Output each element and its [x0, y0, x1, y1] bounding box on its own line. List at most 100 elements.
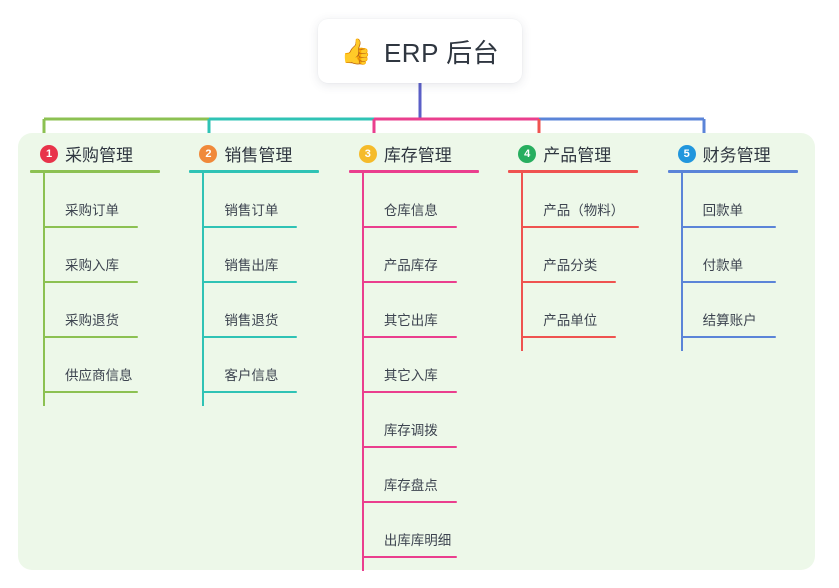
leaf-item[interactable]: 采购订单: [43, 173, 177, 228]
leaf-item[interactable]: 其它出库: [361, 283, 496, 338]
leaf-label: 供应商信息: [65, 368, 133, 383]
leaf-label: 产品（物料）: [543, 203, 625, 218]
leaf-item[interactable]: 客户信息: [202, 338, 336, 393]
leaf-label: 采购退货: [65, 313, 119, 328]
branch-header-underline: [30, 170, 160, 173]
leaf-underline: [202, 226, 298, 228]
leaf-underline: [43, 391, 138, 393]
leaf-underline: [521, 281, 617, 283]
branch-header-5[interactable]: 5 财务管理: [677, 141, 771, 166]
leaf-underline: [202, 391, 298, 393]
leaf-item[interactable]: 销售退货: [202, 283, 336, 338]
leaf-label: 出库库明细: [383, 533, 452, 548]
leaf-label: 产品库存: [383, 258, 438, 273]
branch-spine: [521, 171, 524, 351]
branch-column-4: 4 产品管理产品（物料） 产品分类产品单位: [496, 133, 655, 570]
leaf-item[interactable]: 付款单: [680, 228, 815, 283]
leaf-item[interactable]: 采购退货: [43, 283, 177, 338]
branch-spine: [202, 171, 205, 406]
leaf-label: 产品分类: [543, 258, 598, 273]
leaf-label: 库存盘点: [383, 478, 438, 493]
branch-header-3[interactable]: 3 库存管理: [358, 141, 452, 166]
branch-title: 库存管理: [383, 146, 452, 165]
leaf-label: 回款单: [702, 203, 744, 218]
leaf-item[interactable]: 产品单位: [521, 283, 655, 338]
leaf-list: 销售订单销售出库销售退货客户信息: [202, 173, 336, 393]
branch-title: 财务管理: [702, 146, 771, 165]
branch-spine: [43, 171, 45, 406]
leaf-item[interactable]: 产品分类: [521, 228, 655, 283]
leaf-underline: [202, 336, 298, 338]
leaf-label: 付款单: [702, 258, 744, 273]
leaf-item[interactable]: 销售出库: [202, 228, 336, 283]
leaf-underline: [43, 226, 138, 228]
leaf-label: 客户信息: [224, 368, 279, 383]
branch-header-underline: [508, 170, 639, 173]
thumbs-up-icon: 👍: [340, 36, 372, 66]
leaf-underline: [361, 391, 457, 393]
leaf-underline: [680, 281, 776, 283]
leaf-underline: [361, 446, 457, 448]
branch-number-badge: 4: [518, 144, 537, 163]
leaf-item[interactable]: 供应商信息: [43, 338, 177, 393]
leaf-label: 其它入库: [383, 368, 438, 383]
leaf-label: 结算账户: [702, 313, 757, 328]
leaf-item[interactable]: 结算账户: [680, 283, 815, 338]
branch-header-4[interactable]: 4 产品管理: [518, 141, 611, 166]
leaf-label: 产品单位: [543, 313, 598, 328]
leaf-label: 采购订单: [65, 203, 119, 218]
leaf-label: 销售订单: [224, 203, 279, 218]
branch-header-underline: [189, 170, 320, 173]
leaf-item[interactable]: 仓库信息: [361, 173, 496, 228]
branch-header-1[interactable]: 1 采购管理: [40, 141, 133, 166]
leaf-item[interactable]: 销售订单: [202, 173, 336, 228]
branch-header-underline: [348, 170, 479, 173]
leaf-item[interactable]: 产品库存: [361, 228, 496, 283]
branch-number-badge: 3: [358, 144, 377, 163]
branch-header-underline: [667, 170, 798, 173]
leaf-underline: [680, 226, 776, 228]
leaf-label: 销售退货: [224, 313, 279, 328]
leaf-underline: [361, 556, 457, 558]
leaf-underline: [521, 336, 617, 338]
branch-title: 采购管理: [65, 146, 133, 165]
leaf-list: 回款单付款单结算账户: [680, 173, 815, 338]
leaf-item[interactable]: 出库库明细: [361, 503, 496, 558]
leaf-label: 仓库信息: [383, 203, 438, 218]
branch-title: 销售管理: [224, 146, 293, 165]
leaf-label: 销售出库: [224, 258, 279, 273]
leaf-underline: [43, 336, 138, 338]
leaf-label: 库存调拨: [383, 423, 438, 438]
branch-number-badge: 1: [40, 144, 58, 163]
branch-spine: [680, 171, 683, 351]
branch-column-1: 1 采购管理采购订单采购入库采购退货供应商信息: [18, 133, 177, 570]
branch-spine: [361, 171, 364, 571]
leaf-item[interactable]: 回款单: [680, 173, 815, 228]
leaf-item[interactable]: 采购入库: [43, 228, 177, 283]
root-node[interactable]: 👍 ERP 后台: [318, 19, 522, 83]
leaf-item[interactable]: 库存盘点: [361, 448, 496, 503]
branch-column-5: 5 财务管理回款单付款单结算账户: [656, 133, 815, 570]
leaf-underline: [361, 226, 457, 228]
leaf-underline: [202, 281, 298, 283]
leaf-item[interactable]: 库存调拨: [361, 393, 496, 448]
root-title: ERP 后台: [383, 37, 500, 68]
leaf-underline: [361, 281, 457, 283]
leaf-label: 其它出库: [383, 313, 438, 328]
branch-number-badge: 5: [677, 144, 696, 163]
leaf-label: 采购入库: [65, 258, 119, 273]
branch-title: 产品管理: [543, 146, 612, 165]
leaf-list: 采购订单采购入库采购退货供应商信息: [43, 173, 177, 393]
leaf-list: 产品（物料） 产品分类产品单位: [521, 173, 655, 338]
branch-column-3: 3 库存管理仓库信息产品库存其它出库其它入库库存调拨库存盘点出库库明细: [337, 133, 496, 571]
leaf-underline: [43, 281, 138, 283]
leaf-underline: [361, 501, 457, 503]
leaf-item[interactable]: 产品（物料）: [521, 173, 655, 228]
leaf-item[interactable]: 其它入库: [361, 338, 496, 393]
leaf-underline: [680, 336, 776, 338]
leaf-underline: [521, 226, 640, 228]
